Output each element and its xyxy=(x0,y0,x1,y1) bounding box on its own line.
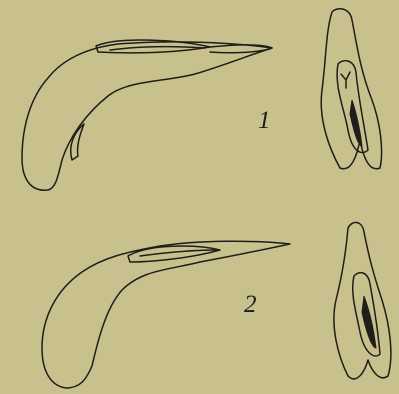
figure-2-number: 2 xyxy=(244,291,257,318)
figure-2: 2 xyxy=(42,222,391,388)
figure-2-inner-line xyxy=(140,250,216,256)
figure-2-frontal-view xyxy=(334,222,391,378)
figure-1-frontal-notch xyxy=(341,72,350,88)
figure-1-number: 1 xyxy=(258,107,271,134)
figure-1-body-outline xyxy=(22,42,272,190)
figure-1-frontal-outline xyxy=(321,9,381,169)
figure-1-frontal-view xyxy=(321,9,381,169)
figure-1: 1 xyxy=(22,9,382,190)
figure-2-inner-lobe xyxy=(128,246,220,262)
figure-1-lateral-view xyxy=(22,40,272,190)
figure-2-frontal-outline xyxy=(334,222,391,378)
